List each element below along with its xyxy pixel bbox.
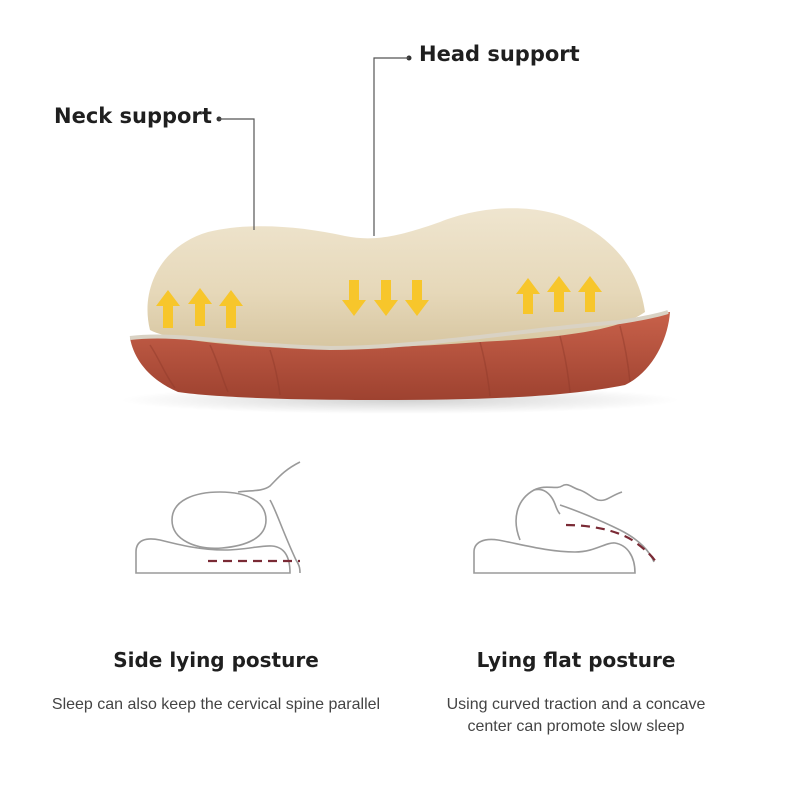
flat-description-line-2: center can promote slow sleep [467,718,685,735]
down-arrow-icon [342,280,366,316]
neck-leader-path [219,118,255,230]
up-arrow-icon [578,276,602,312]
flat-face-outline [533,488,561,515]
head-leader-path [373,57,409,236]
up-arrow-icon [547,276,571,312]
flat-pillow-outline [473,538,636,574]
down-arrow-icon [405,280,429,316]
flat-description-line-1: Using curved traction and a concave [446,696,706,713]
side-shoulder-outline [269,499,301,574]
up-arrow-icon [219,290,243,328]
pillow-base-pleats [149,325,631,397]
up-arrow-icon [156,290,180,328]
side-lying-description: Sleep can also keep the cervical spine p… [51,696,381,713]
up-arrow-icon [188,288,212,326]
pillow-top [147,208,645,349]
neck-leader-line [216,116,255,230]
flat-lying-description: Using curved traction and a concave cent… [416,694,736,738]
pillow [120,208,680,414]
neck-support-label: Neck support [54,104,212,128]
side-pillow-outline [135,538,291,574]
side-head-outline [171,491,267,550]
head-support-label: Head support [419,42,580,66]
flat-head-outline [515,483,623,541]
flat-lying-illustration [473,483,655,574]
left-up-arrows [156,288,243,328]
center-down-arrows [342,280,429,316]
side-lying-title: Side lying posture [113,648,319,672]
pillow-seam [129,310,669,351]
flat-lying-title: Lying flat posture [476,648,676,672]
head-leader-line [373,55,412,236]
side-lying-illustration [135,461,301,574]
side-neck-outline [237,461,301,493]
up-arrow-icon [516,278,540,314]
flat-neck-outline [559,504,655,563]
flat-spine-dash [565,523,657,563]
right-up-arrows [516,276,602,314]
down-arrow-icon [374,280,398,316]
